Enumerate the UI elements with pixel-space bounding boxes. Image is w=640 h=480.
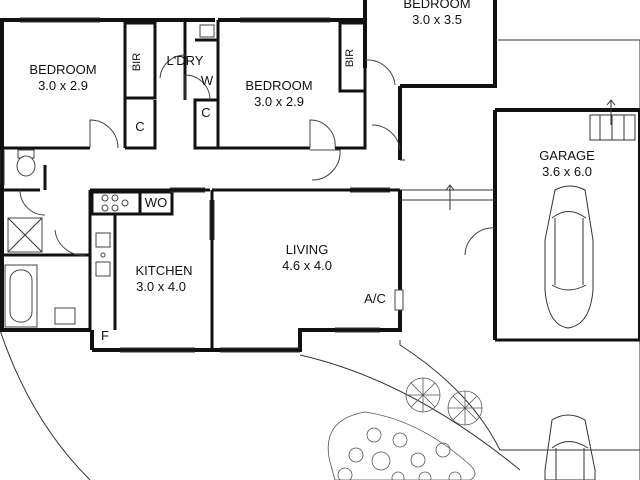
- bedroom-top-right-size: 3.0 x 3.5: [412, 12, 462, 27]
- ac-unit-icon: [394, 289, 404, 311]
- kitchen-name: KITCHEN: [135, 263, 192, 278]
- cooktop-icon: [101, 194, 129, 212]
- bedroom-middle-name: BEDROOM: [245, 78, 312, 93]
- living-size: 4.6 x 4.0: [282, 258, 332, 273]
- ac-label: A/C: [364, 291, 386, 306]
- car-icon-driveway: [544, 414, 596, 480]
- living-name: LIVING: [286, 242, 329, 257]
- site-lines: [0, 39, 640, 480]
- bir-left-label: BIR: [131, 53, 143, 71]
- wall-oven-label: WO: [145, 195, 167, 210]
- garage-name: GARAGE: [539, 148, 595, 163]
- laundry-tub-icon: [199, 24, 215, 38]
- tree-icons: [327, 377, 483, 480]
- fridge-label: F: [101, 328, 109, 343]
- bedroom-middle-size: 3.0 x 2.9: [254, 94, 304, 109]
- laundry-name: L'DRY: [167, 53, 204, 68]
- vanity-icon: [54, 307, 76, 325]
- closet-laundry-label: C: [201, 105, 210, 120]
- fixture-labels: BIR BIR C C W WO F A/C: [101, 49, 386, 343]
- bedroom-left-name: BEDROOM: [29, 62, 96, 77]
- garage-size: 3.6 x 6.0: [542, 164, 592, 179]
- windows: [0, 17, 390, 353]
- sink-icon: [95, 232, 111, 277]
- closet-left-label: C: [135, 119, 144, 134]
- house-walls: [0, 0, 640, 352]
- bir-right-label: BIR: [344, 49, 356, 67]
- doors: [19, 54, 496, 256]
- fixtures: [4, 24, 404, 328]
- entry-arrows: [445, 99, 616, 207]
- bedroom-top-right-name: BEDROOM: [403, 0, 470, 11]
- bedroom-left-size: 3.0 x 2.9: [38, 78, 88, 93]
- car-icon: [544, 185, 594, 329]
- room-labels: BEDROOM 3.0 x 3.5 BEDROOM 3.0 x 2.9 BEDR…: [29, 0, 595, 294]
- washer-label: W: [201, 73, 214, 88]
- kitchen-size: 3.0 x 4.0: [136, 279, 186, 294]
